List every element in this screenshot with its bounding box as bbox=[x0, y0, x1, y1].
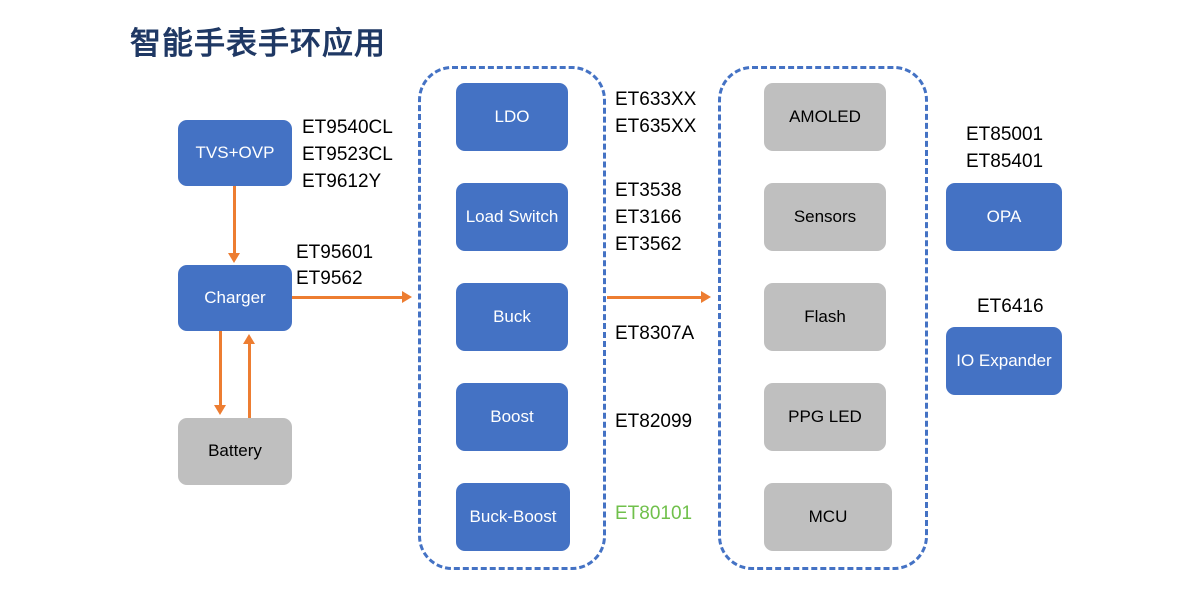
label-et80101: ET80101 bbox=[615, 503, 693, 524]
block-charger[interactable]: Charger bbox=[178, 265, 292, 331]
block-buck-boost[interactable]: Buck-Boost bbox=[456, 483, 570, 551]
block-ppg-led[interactable]: PPG LED bbox=[764, 383, 886, 451]
label-et85001: ET85001 bbox=[966, 124, 1044, 145]
block-ldo[interactable]: LDO bbox=[456, 83, 568, 151]
label-et9612y: ET9612Y bbox=[302, 171, 382, 192]
arrow-power-group-to-system-group-head bbox=[701, 291, 711, 303]
arrow-battery-to-charger-head bbox=[243, 334, 255, 344]
block-io-expander[interactable]: IO Expander bbox=[946, 327, 1062, 395]
label-et9523cl: ET9523CL bbox=[302, 144, 393, 165]
arrow-charger-to-battery-line bbox=[219, 331, 222, 405]
block-battery[interactable]: Battery bbox=[178, 418, 292, 485]
arrow-tvs-to-charger-head bbox=[228, 253, 240, 263]
block-tvs-ovp[interactable]: TVS+OVP bbox=[178, 120, 292, 186]
arrow-tvs-to-charger-line bbox=[233, 186, 236, 253]
label-et9540cl: ET9540CL bbox=[302, 117, 393, 138]
label-et3562: ET3562 bbox=[615, 234, 682, 255]
block-load-switch[interactable]: Load Switch bbox=[456, 183, 568, 251]
label-et9562: ET9562 bbox=[296, 268, 363, 289]
block-opa[interactable]: OPA bbox=[946, 183, 1062, 251]
label-et85401: ET85401 bbox=[966, 151, 1044, 172]
arrow-battery-to-charger-line bbox=[248, 344, 251, 418]
block-buck[interactable]: Buck bbox=[456, 283, 568, 351]
label-et3166: ET3166 bbox=[615, 207, 682, 228]
block-boost[interactable]: Boost bbox=[456, 383, 568, 451]
arrow-charger-to-power-group-line bbox=[292, 296, 402, 299]
system-group bbox=[718, 66, 928, 570]
label-et82099: ET82099 bbox=[615, 411, 693, 432]
page-title: 智能手表手环应用 bbox=[130, 26, 386, 61]
label-et635xx: ET635XX bbox=[615, 116, 697, 137]
block-sensors[interactable]: Sensors bbox=[764, 183, 886, 251]
label-et95601: ET95601 bbox=[296, 242, 374, 263]
power-management-group bbox=[418, 66, 606, 570]
label-et633xx: ET633XX bbox=[615, 89, 697, 110]
label-et8307a: ET8307A bbox=[615, 323, 695, 344]
block-amoled[interactable]: AMOLED bbox=[764, 83, 886, 151]
block-mcu[interactable]: MCU bbox=[764, 483, 892, 551]
arrow-charger-to-battery-head bbox=[214, 405, 226, 415]
label-et3538: ET3538 bbox=[615, 180, 682, 201]
block-flash[interactable]: Flash bbox=[764, 283, 886, 351]
arrow-charger-to-power-group-head bbox=[402, 291, 412, 303]
arrow-power-group-to-system-group-line bbox=[607, 296, 701, 299]
label-et6416: ET6416 bbox=[977, 296, 1044, 317]
